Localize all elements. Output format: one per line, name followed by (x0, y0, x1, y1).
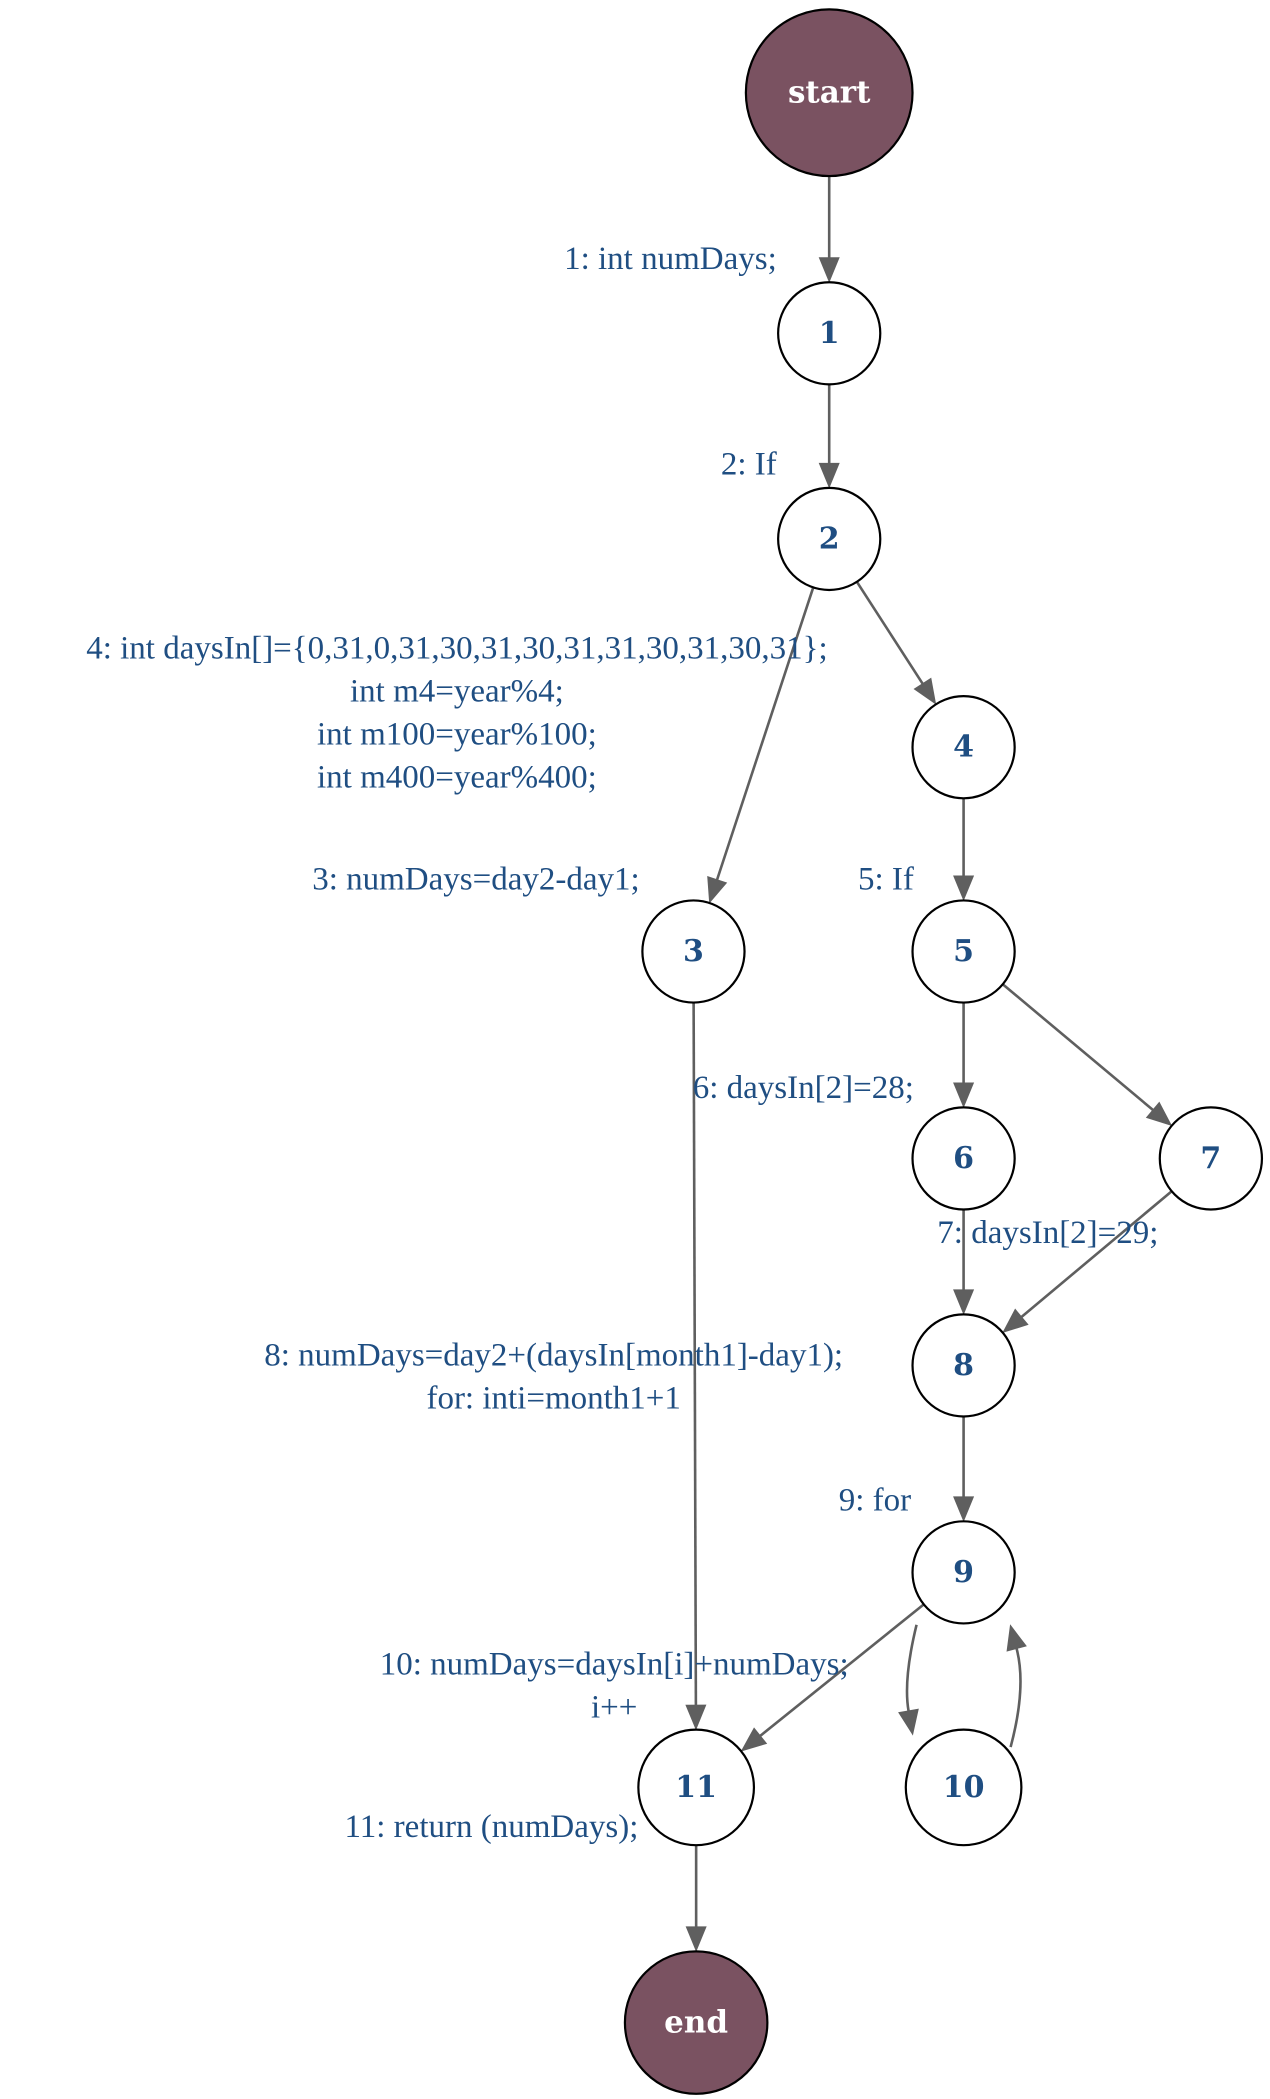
node-n4-label: 4 (953, 730, 974, 765)
statement-label-n8-line: 8: numDays=day2+(daysIn[month1]-day1); (264, 1337, 843, 1373)
node-n10-circle (904, 1728, 1023, 1847)
statement-label-n11-line: 11: return (numDays); (344, 1809, 638, 1845)
edge-n5-to-n7-arrowhead (1145, 1101, 1173, 1127)
edge-start-to-n1-arrowhead (818, 257, 840, 283)
statement-label-n10-line: i++ (591, 1690, 637, 1726)
statement-label-n6: 6: daysIn[2]=28; (693, 1070, 914, 1106)
node-n7: 7 (1158, 1106, 1264, 1211)
edge-n4-to-n5-arrowhead (953, 875, 975, 902)
statement-label-n3: 3: numDays=day2-day1; (312, 862, 639, 898)
node-n1-circle (777, 281, 882, 386)
node-n3: 3 (641, 899, 746, 1004)
node-n1: 1 (777, 281, 882, 386)
statement-label-n5-line: 5: If (858, 862, 914, 898)
node-n6-label: 6 (953, 1141, 974, 1176)
node-end: end (623, 1950, 769, 2095)
edge-n9-to-n11 (759, 1603, 925, 1738)
statement-label-n4-line: int m4=year%4; (350, 674, 564, 710)
node-start-circle (744, 8, 914, 178)
statement-label-n2-line: 2: If (721, 446, 777, 482)
statement-label-n11: 11: return (numDays); (344, 1809, 638, 1845)
edge-n2-to-n3 (715, 587, 815, 881)
statement-label-n8-line: for: inti=month1+1 (426, 1380, 680, 1416)
node-end-label: end (664, 2005, 728, 2041)
node-n9-circle (911, 1520, 1016, 1625)
edge-n8-to-n9-arrowhead (953, 1496, 975, 1522)
statement-label-n3-line: 3: numDays=day2-day1; (312, 862, 639, 898)
edge-n7-to-n8-arrowhead (1002, 1308, 1029, 1334)
statement-label-n10-line: 10: numDays=daysIn[i]+numDays; (380, 1647, 849, 1683)
edge-n1-to-n2-arrowhead (818, 462, 840, 489)
node-n4-circle (911, 695, 1016, 800)
node-n2: 2 (777, 486, 882, 592)
edge-n3-to-n11-arrowhead (685, 1704, 707, 1731)
node-n6-circle (911, 1106, 1016, 1211)
node-start: start (744, 8, 914, 178)
statement-label-n9: 9: for (839, 1483, 911, 1519)
statement-label-n5: 5: If (858, 862, 914, 898)
node-n8-circle (911, 1313, 1016, 1418)
edge-n5-to-n7 (1001, 983, 1154, 1112)
edge-n7-to-n8 (1020, 1190, 1173, 1319)
edge-n11-to-end-arrowhead (685, 1926, 707, 1952)
node-n3-label: 3 (683, 934, 704, 969)
edge-n10-to-n9 (1009, 1647, 1022, 1748)
node-n1-label: 1 (819, 316, 840, 351)
node-n3-circle (641, 899, 746, 1004)
edge-n2-to-n3-arrowhead (707, 875, 728, 904)
node-n9: 9 (911, 1520, 1016, 1625)
edge-n3-to-n11 (692, 1002, 698, 1706)
node-n10-label: 10 (943, 1770, 985, 1805)
node-n10: 10 (904, 1728, 1023, 1847)
edge-n2-to-n4 (855, 581, 924, 685)
statement-label-n4-line: 4: int daysIn[]={0,31,0,31,30,31,30,31,3… (86, 631, 827, 667)
node-n11-label: 11 (675, 1770, 717, 1805)
edge-n10-to-n9-arrowhead (1006, 1624, 1027, 1652)
edge-n5-to-n6-arrowhead (953, 1082, 975, 1109)
edge-n2-to-n4-arrowhead (913, 677, 937, 705)
node-n2-circle (777, 486, 882, 592)
statement-label-n1-line: 1: int numDays; (564, 241, 777, 277)
node-n5-circle (911, 899, 1016, 1004)
node-n11-circle (637, 1728, 756, 1847)
statement-label-n1: 1: int numDays; (564, 241, 777, 277)
edge-n9-to-n10 (905, 1624, 918, 1712)
node-n5: 5 (911, 899, 1016, 1004)
node-n2-label: 2 (819, 521, 840, 556)
edge-n9-to-n10-arrowhead (898, 1708, 919, 1736)
node-n9-label: 9 (953, 1555, 974, 1590)
node-n6: 6 (911, 1106, 1016, 1211)
statement-label-n9-line: 9: for (839, 1483, 911, 1519)
statement-label-n7: 7: daysIn[2]=29; (937, 1215, 1158, 1251)
statement-label-n2: 2: If (721, 446, 777, 482)
node-end-circle (623, 1950, 769, 2095)
statement-label-n7-line: 7: daysIn[2]=29; (937, 1215, 1158, 1251)
node-n5-label: 5 (953, 934, 974, 969)
statement-label-n10: 10: numDays=daysIn[i]+numDays; i++ (380, 1647, 849, 1726)
edge-n9-to-n11-arrowhead (740, 1727, 768, 1752)
statement-label-n8: 8: numDays=day2+(daysIn[month1]-day1); fo… (264, 1337, 843, 1416)
node-n11: 11 (637, 1728, 756, 1847)
node-n8-label: 8 (953, 1348, 974, 1383)
statement-label-n6-line: 6: daysIn[2]=28; (693, 1070, 914, 1106)
edge-n6-to-n8-arrowhead (953, 1289, 975, 1315)
node-n7-label: 7 (1200, 1141, 1221, 1176)
node-n7-circle (1158, 1106, 1264, 1211)
statement-label-n4-line: int m400=year%400; (317, 760, 597, 796)
node-n8: 8 (911, 1313, 1016, 1418)
node-start-label: start (788, 75, 871, 111)
node-n4: 4 (911, 695, 1016, 800)
statement-label-n4: 4: int daysIn[]={0,31,0,31,30,31,30,31,3… (86, 631, 827, 796)
statement-label-n4-line: int m100=year%100; (317, 717, 597, 753)
